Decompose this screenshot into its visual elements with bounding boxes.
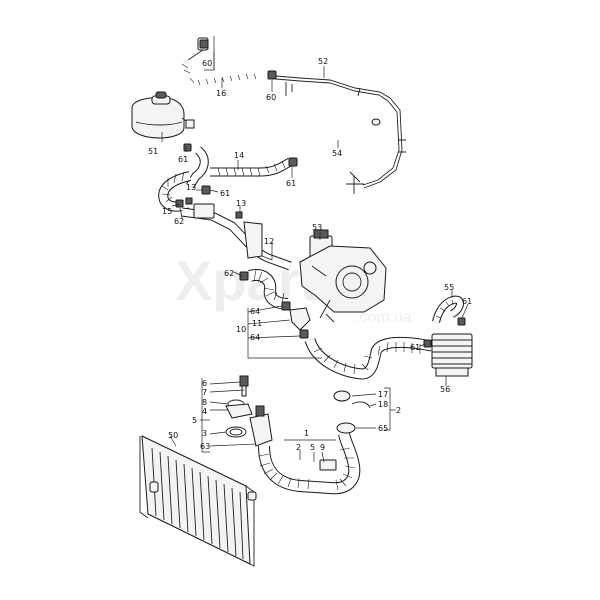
clip-18[interactable] (351, 401, 371, 409)
callout-9[interactable]: 9 (320, 443, 325, 452)
callout-64-lower[interactable]: 64 (250, 333, 260, 342)
callout-13-lower[interactable]: 13 (236, 199, 246, 208)
clip-60-right[interactable] (267, 70, 277, 80)
clip-61-tank[interactable] (183, 143, 192, 152)
clip-61-cooler-left[interactable] (423, 339, 432, 348)
clip-62-upper[interactable] (175, 199, 184, 208)
clip-61-left[interactable] (201, 185, 211, 195)
callout-62-upper[interactable]: 62 (174, 217, 184, 226)
clip-62-lower[interactable] (239, 271, 249, 281)
oil-cooler-56[interactable] (431, 333, 473, 377)
clip-61-hose14[interactable] (288, 157, 298, 167)
callout-13-upper[interactable]: 13 (186, 183, 196, 192)
callout-6[interactable]: 6 (202, 379, 207, 388)
pipe-52[interactable] (275, 75, 406, 194)
expansion-tank-51[interactable] (131, 91, 195, 139)
clip-60-upper[interactable] (199, 39, 209, 49)
watermark-domain: .com.ua (355, 309, 412, 326)
connector-11[interactable] (281, 301, 311, 339)
callout-16[interactable]: 16 (216, 89, 226, 98)
callout-12[interactable]: 12 (264, 237, 274, 246)
callout-55[interactable]: 55 (444, 283, 454, 292)
callout-14[interactable]: 14 (234, 151, 244, 160)
callout-4[interactable]: 4 (202, 407, 207, 416)
flange-4[interactable] (225, 403, 253, 419)
callout-64-upper[interactable]: 64 (250, 307, 260, 316)
hose-55[interactable] (432, 295, 464, 324)
callout-labels: 60 16 60 52 51 61 14 54 61 13 61 15 62 1… (148, 57, 472, 452)
callout-11[interactable]: 11 (252, 319, 262, 328)
radiator-50[interactable] (139, 435, 257, 567)
callout-60-upper[interactable]: 60 (202, 59, 212, 68)
callout-51[interactable]: 51 (148, 147, 158, 156)
pipe-12[interactable] (181, 203, 292, 271)
sensor-6[interactable] (239, 375, 249, 397)
hose-16[interactable] (175, 37, 277, 88)
leader-lines (161, 36, 469, 463)
callout-7[interactable]: 7 (202, 388, 207, 397)
callout-54[interactable]: 54 (332, 149, 342, 158)
callout-5[interactable]: 5 (192, 416, 197, 425)
bolt-13-lower[interactable] (235, 211, 243, 219)
callout-3[interactable]: 3 (202, 429, 207, 438)
water-pump-53[interactable] (299, 229, 387, 323)
hose-1[interactable] (258, 432, 361, 495)
callout-65[interactable]: 65 (378, 424, 388, 433)
callout-61-cooler-right[interactable]: 61 (462, 297, 472, 306)
callout-61-left[interactable]: 61 (220, 189, 230, 198)
callout-8[interactable]: 8 (202, 398, 207, 407)
seal-3[interactable] (225, 426, 247, 438)
callout-17[interactable]: 17 (378, 390, 388, 399)
callout-2-lower[interactable]: 2 (296, 443, 301, 452)
callout-1[interactable]: 1 (304, 429, 309, 438)
fitting-5[interactable] (249, 405, 273, 447)
callout-60-right[interactable]: 60 (266, 93, 276, 102)
callout-50[interactable]: 50 (168, 431, 178, 440)
callout-63[interactable]: 63 (200, 442, 210, 451)
pipe-54[interactable] (294, 118, 381, 160)
callout-53[interactable]: 53 (312, 223, 322, 232)
callout-15[interactable]: 15 (162, 207, 172, 216)
callout-56[interactable]: 56 (440, 385, 450, 394)
clip-61-cooler-right[interactable] (457, 317, 466, 326)
fitting-17[interactable] (333, 390, 351, 402)
hose-lower-62[interactable] (248, 269, 289, 310)
callout-61-hose14[interactable]: 61 (286, 179, 296, 188)
hose-cooler[interactable] (304, 336, 433, 380)
callout-52[interactable]: 52 (318, 57, 328, 66)
hose-14[interactable] (186, 146, 293, 189)
bolt-13-upper[interactable] (185, 197, 193, 205)
connector-65[interactable] (336, 422, 356, 434)
clamp-9[interactable] (319, 459, 337, 471)
callout-61-cooler-left[interactable]: 61 (410, 343, 420, 352)
callout-10[interactable]: 10 (236, 325, 246, 334)
callout-61-tank[interactable]: 61 (178, 155, 188, 164)
callout-5-lower[interactable]: 5 (310, 443, 315, 452)
callout-18[interactable]: 18 (378, 400, 388, 409)
callout-62-lower[interactable]: 62 (224, 269, 234, 278)
callout-2-right[interactable]: 2 (396, 406, 401, 415)
